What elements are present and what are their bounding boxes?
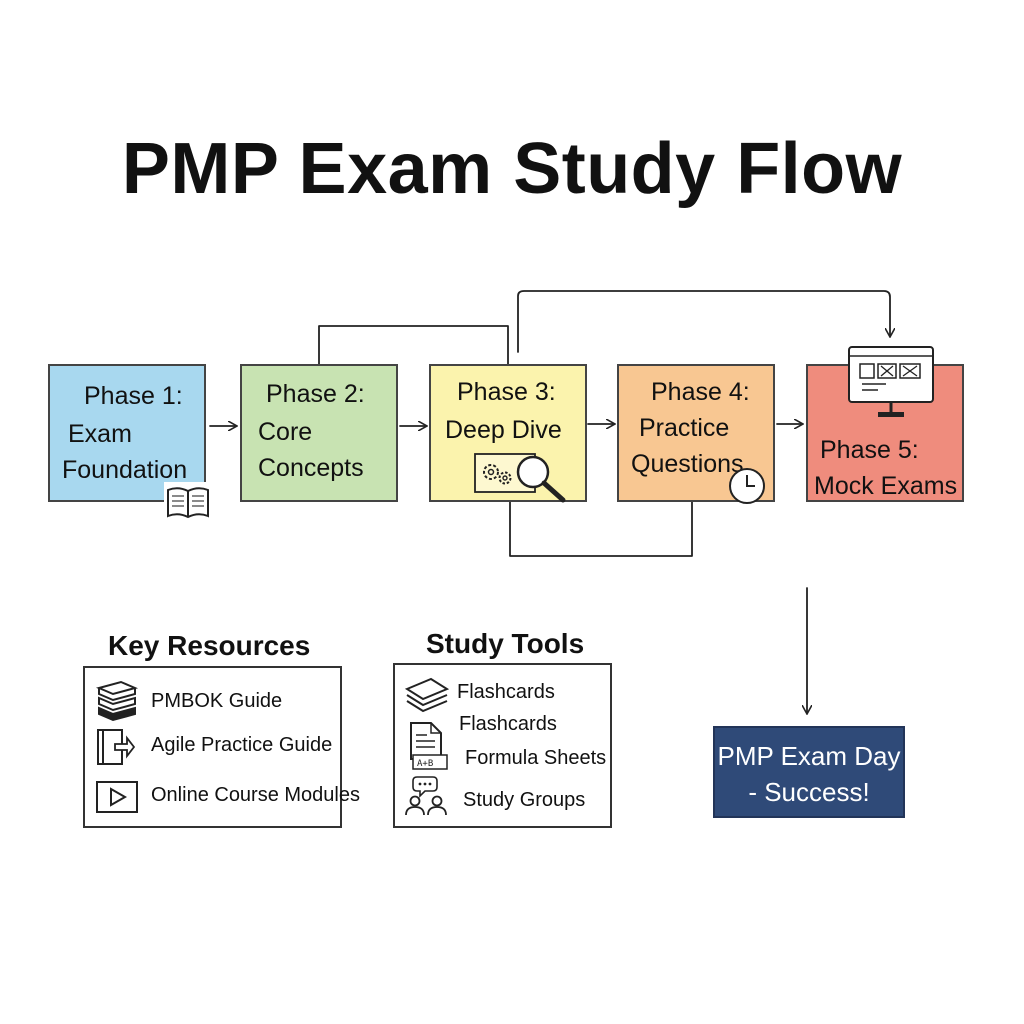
loop-phase3-phase4-bottom [509,501,693,557]
computer-exam-icon [848,346,934,417]
phase-2-label: Phase 2: [266,380,365,408]
phase-4-box: Phase 4: Practice Questions [617,364,775,504]
book-arrow-icon [97,729,135,765]
formula-sheet-icon: A+B [410,722,448,770]
clock-icon [729,468,765,504]
page-title: PMP Exam Study Flow [121,129,903,209]
phase-5-line2: Mock Exams [814,472,958,500]
exam-day-box: PMP Exam Day - Success! [713,726,905,818]
study-tools-title: Study Tools [426,628,585,659]
phase-1-box: Phase 1: Exam Foundation [48,364,212,522]
phase-1-line2: Exam [68,420,132,448]
tool-item-1: Flashcards [457,681,555,703]
phase-5-box: Phase 5: Mock Exams [806,346,964,502]
svg-text:A+B: A+B [417,759,433,769]
resource-item-2: Agile Practice Guide [151,734,333,756]
phase-5-label: Phase 5: [820,436,919,464]
phase-2-line3: Concepts [258,454,364,482]
phase-2-box: Phase 2: Core Concepts [240,364,398,502]
phase-1-label: Phase 1: [84,382,183,410]
resource-item-3: Online Course Modules [151,784,360,806]
study-tools-box: Flashcards Flashcards A+B Formula Sheets… [393,663,612,828]
resource-item-1: PMBOK Guide [151,690,283,712]
loop-phase2-phase3-top [318,325,509,365]
phase-4-line2: Practice [639,414,730,442]
study-group-icon [405,776,447,816]
phase-3-box: Phase 3: Deep Dive [429,364,587,503]
exam-day-line1: PMP Exam Day [717,741,901,771]
gears-magnifier-icon [474,453,566,503]
tool-item-3: Formula Sheets [465,747,607,769]
key-resources-title: Key Resources [108,630,311,661]
tool-item-2: Flashcards [459,713,557,735]
phase-4-line3: Questions [631,450,744,478]
phase-3-label: Phase 3: [457,378,556,406]
video-play-icon [96,781,138,813]
flashcards-icon [405,677,449,713]
phase-2-line2: Core [258,418,313,446]
book-icon [164,482,212,522]
books-stack-icon [95,680,139,722]
phase-3-line2: Deep Dive [445,416,562,444]
phase-1-line3: Foundation [62,456,188,484]
tool-item-4: Study Groups [463,789,586,811]
key-resources-box: PMBOK Guide Agile Practice Guide Online … [83,666,360,828]
phase-4-label: Phase 4: [651,378,750,406]
loop-phase3-phase5-top [517,290,890,353]
exam-day-line2: - Success! [748,777,870,807]
